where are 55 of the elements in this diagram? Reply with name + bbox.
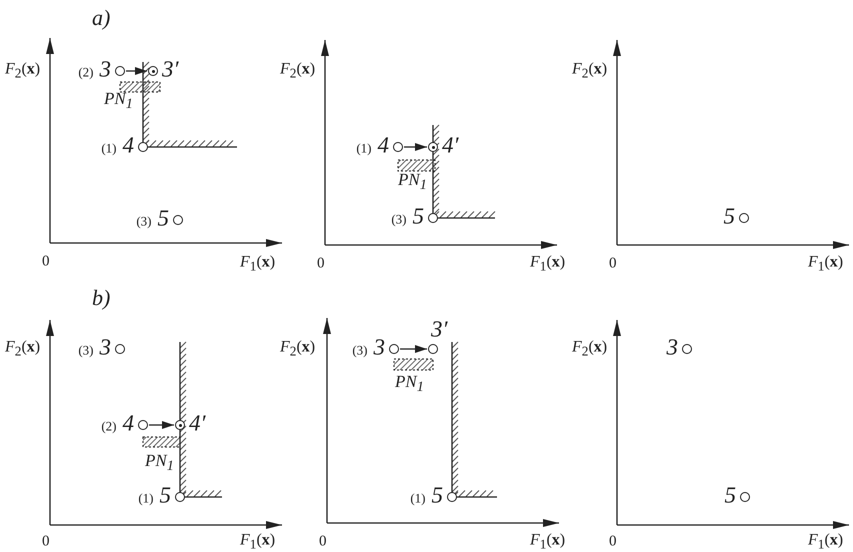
region-label: PN$_{1}$ — [104, 88, 133, 114]
rank-label: (3) — [136, 214, 152, 230]
panel-label: a) — [92, 5, 110, 31]
arrow — [404, 143, 427, 151]
axis-label: F$_{2}$(x) — [5, 338, 40, 360]
point-label: 3 — [666, 334, 678, 361]
panel-label: b) — [92, 285, 110, 311]
region-label: PN$_{1}$ — [398, 170, 427, 194]
region-label: PN$_{1}$ — [145, 450, 174, 476]
point-label: 5 — [724, 204, 735, 230]
axis-label: F$_{1}$(x) — [240, 253, 276, 275]
rank-label: (1) — [410, 490, 426, 507]
point-label: 3′ — [162, 56, 179, 83]
rank-label: (1) — [356, 140, 372, 157]
point-label: 4′ — [189, 410, 206, 437]
rank-label: (1) — [101, 140, 116, 157]
point-label: 3′ — [431, 316, 448, 343]
point-label: 5 — [160, 482, 171, 509]
axis-label: F$_{2}$(x) — [280, 338, 316, 360]
point-label: 4 — [122, 132, 134, 159]
point-label: 3 — [100, 56, 111, 83]
rank-label: (3) — [352, 342, 368, 359]
point-label: 4 — [378, 132, 389, 159]
origin-label: 0 — [42, 534, 50, 550]
axis-label: F$_{1}$(x) — [240, 531, 276, 552]
axis-label: F$_{2}$(x) — [280, 60, 316, 82]
axis-label: F$_{1}$(x) — [808, 253, 844, 275]
axis-label: F$_{1}$(x) — [530, 531, 566, 552]
axis-label: F$_{1}$(x) — [530, 253, 566, 275]
point-label: 5 — [412, 204, 424, 230]
axis-label: F$_{1}$(x) — [808, 531, 844, 552]
point-label: 4′ — [442, 132, 459, 159]
axis-label: F$_{2}$(x) — [5, 60, 40, 82]
origin-label: 0 — [609, 256, 616, 272]
rank-label: (2) — [101, 418, 116, 435]
axis-label: F$_{2}$(x) — [572, 60, 608, 82]
point-label: 3 — [374, 334, 385, 361]
point-label: 3 — [100, 334, 111, 361]
origin-label: 0 — [317, 256, 324, 272]
origin-label: 0 — [609, 534, 616, 550]
point-label: 4 — [122, 410, 134, 437]
origin-label: 0 — [42, 254, 50, 270]
point-label: 5 — [158, 206, 169, 232]
region-label: PN$_{1}$ — [395, 372, 424, 396]
arrow — [126, 67, 147, 75]
origin-label: 0 — [319, 534, 326, 550]
rank-label: (3) — [78, 342, 94, 359]
point-label: 5 — [432, 482, 443, 509]
axis-label: F$_{2}$(x) — [572, 338, 608, 360]
arrow — [149, 421, 174, 429]
rank-label: (3) — [391, 212, 406, 228]
arrow — [400, 345, 427, 353]
rank-label: (2) — [78, 64, 94, 81]
rank-label: (1) — [138, 490, 154, 507]
point-label: 5 — [724, 482, 736, 509]
